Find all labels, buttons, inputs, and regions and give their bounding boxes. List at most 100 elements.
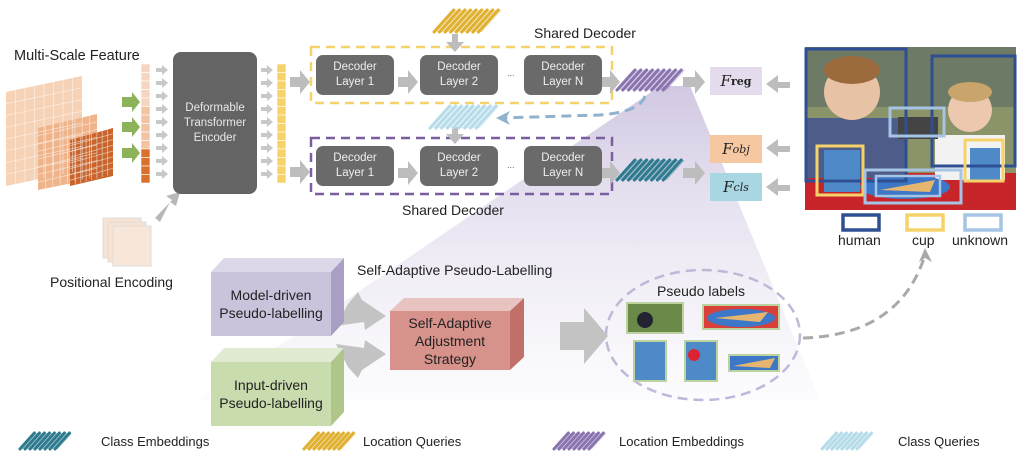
tensor-stripe (337, 431, 355, 451)
class-queries-tensor (428, 104, 500, 130)
token-cell (276, 123, 287, 133)
tensor-stripe (850, 431, 868, 451)
decoder-line1: Decoder (437, 152, 481, 164)
decoder-line2: Layer 1 (335, 76, 375, 88)
model-line1: Model-driven (230, 287, 312, 303)
tensor-stripe (28, 431, 46, 451)
legend-tensor-location-embeddings (552, 431, 607, 451)
tensor-stripe (471, 8, 495, 34)
token-cell (276, 89, 287, 99)
tensor-stripe (474, 104, 498, 130)
token-cell (140, 174, 151, 184)
tensor-stripe (552, 431, 570, 451)
bottom-decoder-ellipsis: ... (507, 160, 515, 170)
tensor-stripe (428, 104, 452, 130)
input-driven-pseudo-labelling: Input-driven Pseudo-labelling (211, 362, 331, 426)
tensor-stripe (434, 104, 458, 130)
tensor-stripe (327, 431, 345, 451)
token-cell (276, 140, 287, 150)
tensor-stripe (621, 158, 643, 182)
tensor-stripe (463, 104, 486, 130)
pseudo-labels-title: Pseudo labels (657, 283, 745, 299)
token-cell (276, 148, 287, 158)
decoder-arrows (290, 34, 790, 196)
legend-swatch-human (841, 213, 881, 232)
tensor-stripe (655, 68, 677, 92)
legend-swatch-cup (905, 213, 945, 232)
strategy-box-3d (390, 298, 524, 370)
tensor-stripe (572, 431, 590, 451)
tensor-stripe (638, 68, 660, 92)
tensor-stripe (18, 431, 36, 451)
legend-tensor-location-queries (302, 431, 357, 451)
tensor-stripe (577, 431, 595, 451)
small-arrow (156, 156, 168, 166)
f-obj-main: F (722, 140, 733, 158)
tensor-stripe (825, 431, 843, 451)
tensor-stripe (438, 8, 461, 34)
tensor-stripe (307, 431, 325, 451)
class-embeddings-tensor (615, 158, 685, 182)
decoder-line2: Layer N (542, 167, 584, 179)
tensor-stripe (835, 431, 853, 451)
legend-tensor-class-queries (820, 431, 875, 451)
green-arrows (122, 92, 140, 163)
f-reg-main: F (720, 72, 731, 90)
legend-tensor-class-embeddings (18, 431, 73, 451)
token-arrows (156, 65, 273, 179)
encoder-output-tokens (276, 63, 287, 184)
self-adaptive-title: Self-Adaptive Pseudo-Labelling (357, 262, 553, 278)
feedback-arrowhead (496, 111, 510, 125)
token-cell (276, 72, 287, 82)
shared-decoder-bottom-label: Shared Decoder (402, 202, 504, 218)
small-arrow (261, 117, 273, 127)
tensor-stripe (632, 68, 654, 92)
tensor-stripe (650, 158, 672, 182)
bottom-decoder-group (309, 136, 614, 196)
tensor-stripe (332, 431, 350, 451)
positional-encoding-stack (102, 217, 152, 267)
token-cell (140, 140, 151, 150)
legend-location-queries: Location Queries (363, 434, 462, 449)
tensor-stripe (302, 431, 320, 451)
tensor-stripe (53, 431, 71, 451)
token-cell (276, 97, 287, 107)
self-adaptive-adjustment-strategy: Self-Adaptive Adjustment Strategy (390, 311, 510, 370)
tensor-stripe (621, 68, 643, 92)
flattened-tokens (140, 63, 151, 184)
model-line2: Pseudo-labelling (219, 305, 323, 321)
tensor-stripe (457, 104, 481, 130)
small-arrow (156, 78, 168, 88)
decoder-line1: Decoder (541, 152, 585, 164)
decoder-line1: Decoder (437, 61, 481, 73)
tensor-stripe (443, 8, 467, 34)
tensor-stripe (557, 431, 575, 451)
token-cell (140, 89, 151, 99)
tensor-stripe (445, 104, 469, 130)
model-driven-box-3d (211, 258, 344, 336)
strategy-line1: Self-Adaptive (408, 314, 492, 331)
token-cell (140, 165, 151, 175)
decoder-line2: Layer N (542, 76, 584, 88)
small-arrow (261, 104, 273, 114)
token-cell (140, 63, 151, 73)
tensor-stripe (432, 8, 456, 34)
tensor-stripe (454, 8, 478, 34)
tensor-stripe (476, 8, 500, 34)
small-arrow (261, 143, 273, 153)
tensor-stripe (661, 68, 683, 92)
pseudo-arrowhead (919, 248, 932, 262)
small-arrow (261, 91, 273, 101)
encoder-line1: Deformable (185, 101, 245, 114)
top-decoder-ellipsis: ... (507, 68, 515, 78)
legend-class-queries: Class Queries (898, 434, 980, 449)
tensor-stripe (440, 104, 463, 130)
token-cell (140, 80, 151, 90)
token-cell (276, 157, 287, 167)
tensor-stripe (460, 8, 484, 34)
